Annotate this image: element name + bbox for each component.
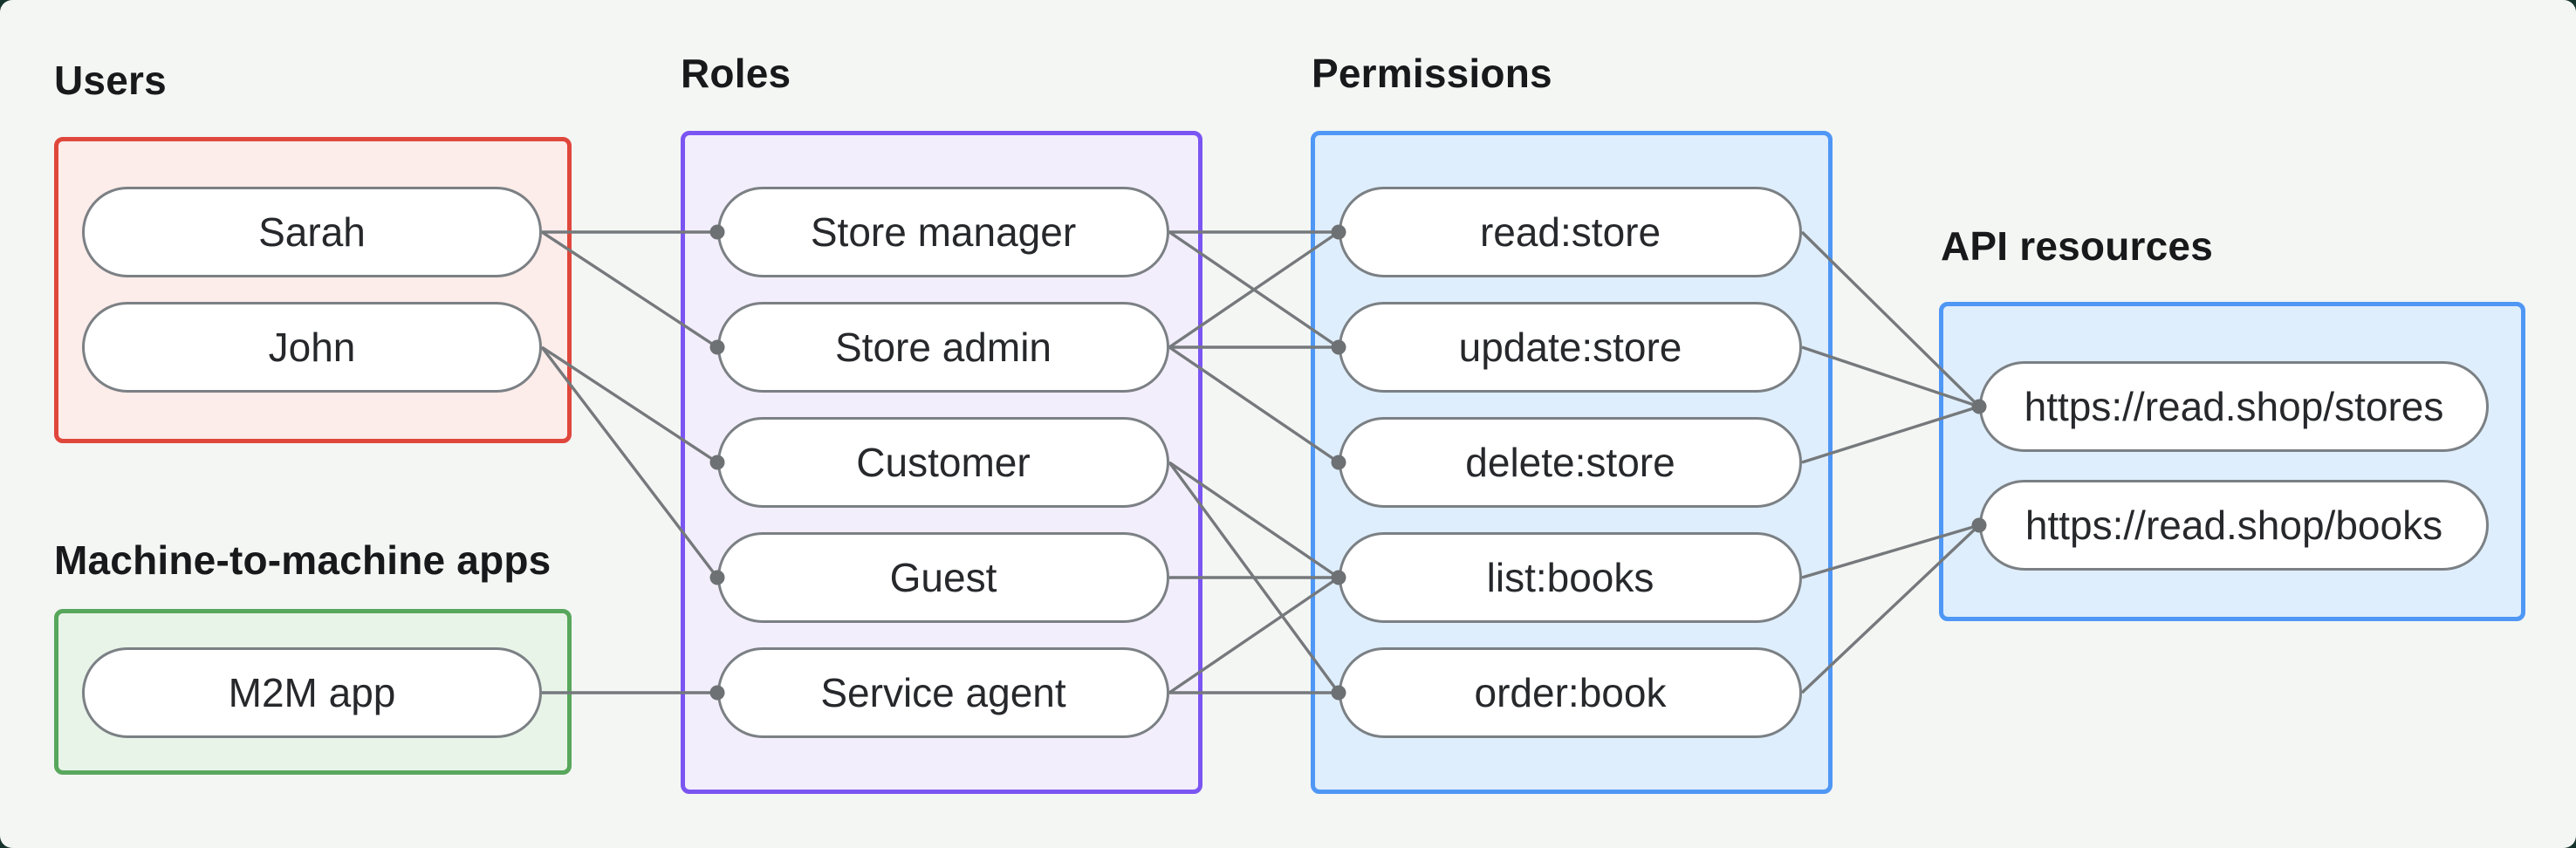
node-store-manager: Store manager <box>717 187 1169 277</box>
node-customer: Customer <box>717 417 1169 508</box>
group-label-api: API resources <box>1941 223 2213 269</box>
group-label-m2m: Machine-to-machine apps <box>54 537 552 583</box>
group-label-roles: Roles <box>681 51 791 96</box>
node-list-books: list:books <box>1339 532 1802 623</box>
node-john: John <box>82 302 542 393</box>
node-update-store: update:store <box>1339 302 1802 393</box>
node-service-agent: Service agent <box>717 647 1169 738</box>
node-sarah: Sarah <box>82 187 542 277</box>
node-m2m-app: M2M app <box>82 647 542 738</box>
node-order-book: order:book <box>1339 647 1802 738</box>
node-stores-api: https://read.shop/stores <box>1979 361 2489 452</box>
node-delete-store: delete:store <box>1339 417 1802 508</box>
group-label-users: Users <box>54 58 167 103</box>
node-store-admin: Store admin <box>717 302 1169 393</box>
node-books-api: https://read.shop/books <box>1979 480 2489 571</box>
node-guest: Guest <box>717 532 1169 623</box>
group-label-permissions: Permissions <box>1312 51 1552 96</box>
node-read-store: read:store <box>1339 187 1802 277</box>
